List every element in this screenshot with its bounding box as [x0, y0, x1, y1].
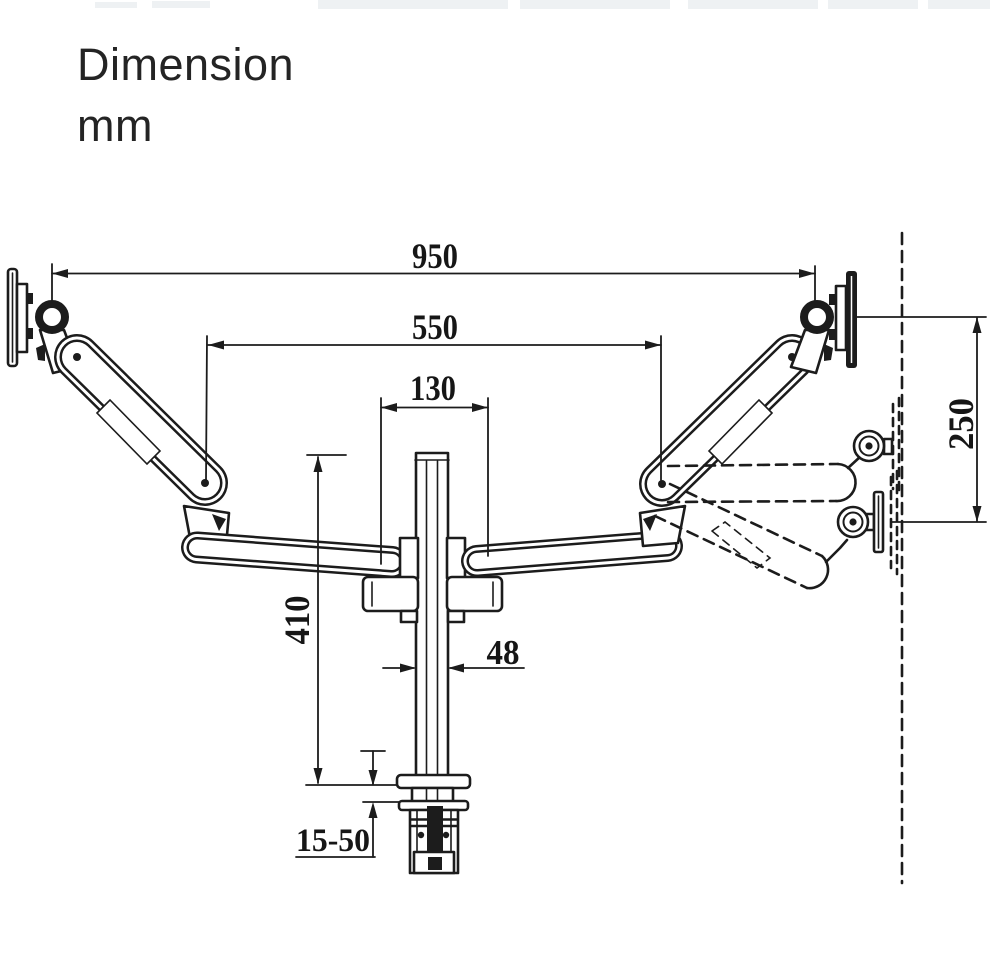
dim-arm-pivot-span: 550: [205, 307, 662, 481]
dim-pole-diameter: 48: [382, 633, 525, 673]
cropped-text-remnant: [95, 0, 990, 9]
left-shoulder-pivot: [73, 353, 81, 361]
dim-label-950: 950: [412, 236, 458, 276]
dim-label-410: 410: [277, 596, 317, 645]
dim-label-550: 550: [412, 307, 458, 347]
right-forearm: [461, 530, 683, 577]
dim-overall-width: 950: [51, 236, 816, 305]
right-vesa-plate: [829, 271, 857, 368]
dimension-annotations: 950 550 130 410: [51, 236, 987, 859]
pole-group: [414, 451, 450, 778]
right-elbow-pivot: [658, 480, 666, 488]
dashed-arm-slot: [710, 521, 772, 570]
right-elbow-bracket: [638, 504, 687, 548]
dim-label-250: 250: [941, 398, 981, 450]
left-ball-joint: [35, 300, 69, 334]
left-forearm: [181, 531, 408, 578]
lower-alt-joint: [836, 469, 899, 576]
dim-pole-height: 410: [277, 454, 398, 786]
right-arm-slot: [707, 398, 774, 466]
left-vesa-plate: [6, 267, 33, 368]
left-arm-slot: [95, 398, 162, 466]
units-label: mm: [77, 100, 153, 151]
dim-label-130: 130: [410, 368, 456, 408]
page-title: Dimension: [77, 39, 294, 90]
left-elbow-pivot: [201, 479, 209, 487]
right-pole-clamp: [445, 536, 504, 624]
dim-height-adjustment: 250: [855, 316, 987, 523]
right-arm-group: [445, 271, 857, 624]
left-arm-group: [6, 267, 420, 624]
desk-clamp-group: [395, 773, 472, 875]
dim-desk-clamp-range: 15-50: [295, 750, 400, 859]
dim-label-48: 48: [487, 633, 520, 672]
left-upper-arm: [54, 334, 228, 506]
alternate-position-group: [653, 231, 904, 885]
upper-alt-joint: [852, 396, 901, 496]
clamp-screw: [427, 806, 443, 853]
dim-pole-offset: 130: [380, 368, 489, 565]
title-block: Dimension mm: [77, 39, 294, 151]
right-upper-arm: [639, 334, 815, 507]
left-pole-clamp: [361, 536, 420, 624]
right-ball-joint: [800, 300, 834, 334]
dim-label-15-50: 15-50: [296, 823, 370, 859]
